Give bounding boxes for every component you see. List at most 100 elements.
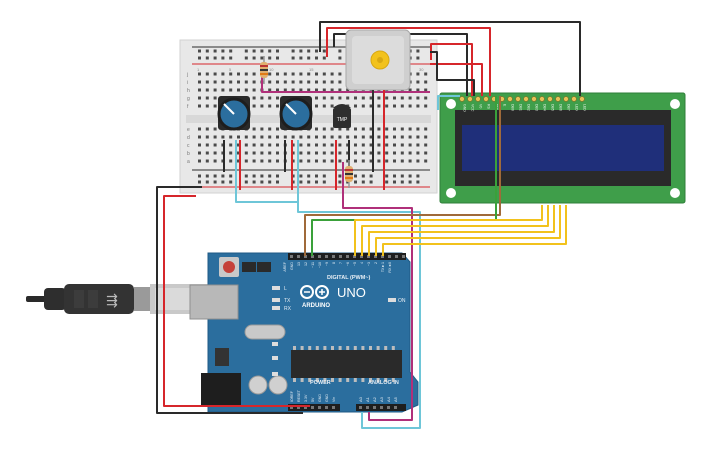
power-pin-label: GND	[318, 394, 322, 402]
breadboard-hole	[205, 96, 209, 100]
breadboard-hole	[361, 174, 365, 178]
wire-red-lcd-vcc	[326, 27, 491, 96]
breadboard-hole	[213, 159, 217, 163]
chip-leg	[376, 378, 380, 382]
breadboard-hole	[299, 49, 303, 53]
power-pin-label: RESET	[297, 389, 301, 402]
breadboard-hole	[393, 174, 396, 178]
breadboard-hole	[315, 80, 318, 84]
breadboard-hole	[213, 104, 217, 108]
breadboard-hole	[354, 159, 357, 163]
breadboard-hole	[424, 72, 428, 76]
breadboard-hole	[221, 49, 225, 53]
breadboard-hole	[416, 135, 420, 139]
potentiometer-2[interactable]	[279, 96, 313, 131]
breadboard-hole	[330, 80, 334, 84]
header-pin	[395, 255, 398, 258]
breadboard-hole	[198, 88, 201, 92]
breadboard-hole	[416, 127, 420, 131]
breadboard-hole	[338, 174, 342, 178]
header-pin	[359, 406, 362, 409]
breadboard-hole	[198, 56, 201, 60]
breadboard-hole	[322, 96, 326, 100]
breadboard-hole	[221, 80, 225, 84]
breadboard-hole	[291, 151, 295, 155]
header-pins	[290, 255, 405, 409]
lcd-pin	[531, 96, 537, 102]
breadboard-hole	[213, 127, 217, 131]
breadboard-hole	[315, 180, 318, 184]
breadboard-hole	[198, 174, 201, 178]
breadboard-hole	[198, 80, 201, 84]
chip-leg	[391, 378, 395, 382]
header-pin	[339, 255, 342, 258]
breadboard-row-letters-top: j i h g f	[186, 72, 190, 110]
breadboard-hole	[229, 56, 233, 60]
breadboard-hole	[205, 180, 209, 184]
header-pin	[318, 255, 321, 258]
breadboard-hole	[198, 135, 201, 139]
lcd-pin	[507, 96, 513, 102]
breadboard-hole	[338, 159, 342, 163]
breadboard-hole	[244, 159, 248, 163]
digital-pin-label: RX◄0	[388, 262, 392, 273]
breadboard-hole	[252, 96, 256, 100]
breadboard-hole	[205, 127, 209, 131]
potentiometer-1[interactable]	[217, 96, 251, 131]
wire-cyan-pot2	[297, 140, 421, 429]
breadboard-hole	[221, 143, 225, 147]
wire-yellow-d4	[361, 205, 549, 256]
wire-brown-lcd	[304, 96, 501, 256]
chip-leg	[338, 346, 342, 350]
breadboard-hole	[424, 151, 428, 155]
breadboard-hole	[424, 159, 428, 163]
header-pin	[388, 255, 391, 258]
lcd-pin-label: DB5	[551, 104, 555, 111]
breadboard-hole	[299, 174, 303, 178]
header-pin	[325, 255, 328, 258]
breadboard-hole	[205, 159, 209, 163]
lcd-pin-label: V0	[479, 104, 483, 108]
chip-leg	[338, 378, 342, 382]
breadboard-hole	[322, 143, 326, 147]
header-pin	[360, 255, 363, 258]
breadboard-hole	[330, 88, 334, 92]
breadboard-hole	[416, 143, 420, 147]
breadboard-hole	[346, 135, 350, 139]
breadboard-row-letters-bottom: e d c b a	[187, 127, 190, 165]
breadboard-hole	[322, 159, 326, 163]
lcd-pin-label: LED	[575, 104, 579, 111]
breadboard-hole	[198, 72, 201, 76]
breadboard-hole	[400, 104, 404, 108]
chip-leg	[369, 346, 372, 350]
breadboard-hole	[400, 174, 404, 178]
atmega-chip	[291, 350, 402, 378]
breadboard-hole	[283, 72, 287, 76]
power-pin-label: 5V	[311, 397, 315, 402]
breadboard-hole	[385, 174, 389, 178]
breadboard-hole	[260, 151, 264, 155]
breadboard-hole	[252, 49, 256, 53]
breadboard-hole	[237, 80, 240, 84]
header-pin	[366, 406, 369, 409]
breadboard-hole	[416, 104, 420, 108]
breadboard-hole	[408, 88, 412, 92]
breadboard-hole	[307, 159, 311, 163]
breadboard-hole	[244, 143, 248, 147]
wire-black-right	[430, 51, 475, 96]
breadboard-hole	[354, 104, 357, 108]
row-letter: j	[186, 72, 188, 78]
breadboard-hole	[291, 72, 295, 76]
breadboard-hole	[385, 180, 389, 184]
lcd-pin	[539, 96, 545, 102]
breadboard-hole	[393, 96, 396, 100]
header-pin	[332, 255, 335, 258]
breadboard-hole	[361, 143, 365, 147]
breadboard-hole	[408, 151, 412, 155]
header-pin	[304, 406, 307, 409]
digital-pin-label: 12	[304, 262, 308, 266]
breadboard-hole	[252, 80, 256, 84]
header-pin	[373, 406, 376, 409]
breadboard-hole	[322, 80, 326, 84]
breadboard-hole	[315, 143, 318, 147]
